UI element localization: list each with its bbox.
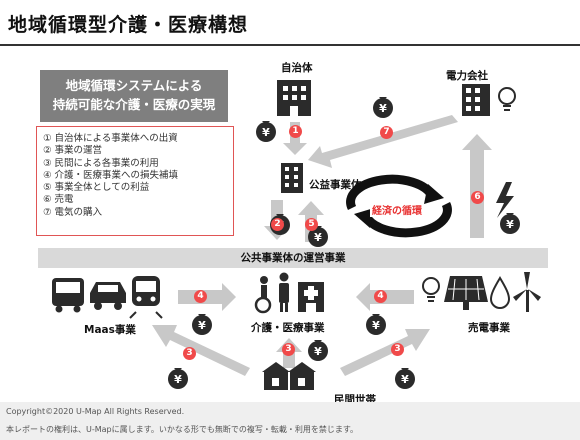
cycle-icon <box>346 174 452 238</box>
legend-item-3: ③ 民間による各事業の利用 <box>43 157 159 169</box>
step-badge-6: 6 <box>471 191 484 204</box>
bus-icon <box>52 278 84 313</box>
step-badge-3b: 3 <box>282 343 295 356</box>
lightbulb-icon <box>498 87 516 111</box>
legend-item-2: ② 事業の運営 <box>43 145 103 157</box>
step-badge-1: 1 <box>289 125 302 138</box>
headline-line-2: 持続可能な介護・医療の実現 <box>52 97 216 112</box>
yen-bag-icon <box>395 368 415 389</box>
arrow-6-band-to-power <box>462 134 492 238</box>
operations-band-label: 公共事業体の運営事業 <box>240 252 346 264</box>
rights-notice: 本レポートの権利は、U-Mapに属します。いかなる形でも無断での複写・転載・利用… <box>6 425 359 434</box>
arrow-3-households-to-sales <box>340 329 430 376</box>
step-badge-4b: 4 <box>374 290 387 303</box>
arrow-3-households-to-maas <box>152 325 250 376</box>
operations-band <box>38 248 548 268</box>
yen-bag-icon <box>373 97 393 118</box>
economic-cycle-label: 経済の循環 <box>370 202 424 217</box>
headline-box: 地域循環システムによる 持続可能な介護・医療の実現 <box>40 70 228 122</box>
municipality-building-icon <box>277 80 311 116</box>
step-badge-4: 4 <box>194 290 207 303</box>
legend-box: ① 自治体による事業体への出資 ② 事業の運営 ③ 民間による各事業の利用 ④ … <box>36 126 234 236</box>
step-badge-5: 5 <box>305 218 318 231</box>
car-icon <box>90 282 126 310</box>
yen-bag-icon <box>500 213 520 234</box>
legend-item-6: ⑥ 売電 <box>43 194 74 206</box>
legend-item-5: ⑤ 事業全体としての利益 <box>43 182 150 194</box>
care-label: 介護・医療事業 <box>251 322 325 334</box>
footer <box>0 402 580 440</box>
yen-bag-icon <box>168 368 188 389</box>
lightbulb-icon-2 <box>422 277 440 302</box>
headline-line-1: 地域循環システムによる <box>65 78 203 93</box>
step-badge-3c: 3 <box>391 343 404 356</box>
maas-label: Maas事業 <box>84 324 136 336</box>
municipality-label: 自治体 <box>281 62 313 74</box>
power-company-label: 電力会社 <box>446 70 488 82</box>
power-sales-label: 売電事業 <box>468 322 510 334</box>
step-badge-3a: 3 <box>183 347 196 360</box>
hospital-icon <box>298 282 324 312</box>
public-entity-label: 公益事業体 <box>309 179 362 191</box>
copyright-text: Copyright©2020 U-Map All Rights Reserved… <box>6 407 185 416</box>
water-drop-icon <box>489 276 511 309</box>
yen-bag-icon <box>366 314 386 335</box>
caregiver-icon <box>279 272 289 312</box>
yen-bag-icon <box>192 314 212 335</box>
step-badge-2: 2 <box>271 218 284 231</box>
public-entity-building-icon <box>281 163 303 193</box>
train-icon <box>129 276 163 319</box>
wheelchair-icon <box>254 276 272 314</box>
legend-item-1: ① 自治体による事業体への出資 <box>43 133 178 144</box>
lightning-icon <box>496 182 514 218</box>
arrow-7-power-to-entity <box>308 115 458 168</box>
legend-item-4: ④ 介護・医療事業への損失補填 <box>43 169 179 181</box>
houses-icon <box>262 362 316 390</box>
power-company-building-icon <box>462 84 490 116</box>
yen-bag-icon <box>308 340 328 361</box>
arrow-1-municipality-to-entity <box>283 122 307 155</box>
yen-bag-icon <box>256 121 276 142</box>
step-badge-7: 7 <box>380 126 393 139</box>
wind-turbine-icon <box>513 272 541 312</box>
solar-panel-icon <box>444 276 488 310</box>
legend-item-7: ⑦ 電気の購入 <box>43 206 103 218</box>
title-divider <box>0 44 580 46</box>
page-title: 地域循環型介護・医療構想 <box>8 14 249 36</box>
arrow-4-maas-to-care <box>178 283 236 311</box>
